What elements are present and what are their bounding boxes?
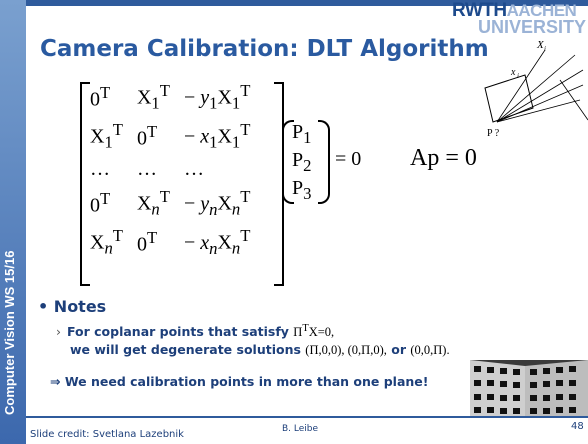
svg-text:i: i	[517, 72, 519, 80]
slide-title: Camera Calibration: DLT Algorithm	[40, 36, 489, 62]
footer-divider	[26, 416, 588, 418]
coplanar-condition: ΠTX=0,	[293, 323, 335, 340]
logo-aachen: AACHEN	[506, 1, 577, 20]
note-degenerate: we will get degenerate solutions (Π,0,0)…	[70, 342, 450, 357]
matrix-cell: XnT	[136, 187, 170, 219]
matrix-cell: − xnXnT	[183, 225, 251, 258]
parameter-vector: P1 P2 P3	[282, 118, 312, 203]
course-label: Computer Vision WS 15/16	[2, 250, 17, 415]
logo-rwth: RWTH	[451, 0, 507, 21]
vector-paren-left	[282, 120, 294, 204]
calibration-target-photo	[470, 360, 588, 418]
matrix-bracket-left	[80, 82, 90, 286]
matrix-cell: 0T	[136, 121, 158, 150]
notes-heading: • Notes	[38, 297, 107, 316]
svg-text:X: X	[536, 39, 545, 51]
matrix-cell: X1T	[136, 81, 170, 113]
top-bar	[26, 0, 588, 6]
dlt-matrix: 0T X1T − y1X1T X1T 0T − x1X1T … … … 0T X…	[83, 78, 257, 262]
matrix-cell: − ynXnT	[183, 187, 251, 219]
matrix-cell: 0T	[90, 83, 111, 111]
note-coplanar: ›For coplanar points that satisfy ΠTX=0,	[56, 323, 335, 340]
svg-text:i: i	[544, 45, 546, 53]
slide-credit: Slide credit: Svetlana Lazebnik	[30, 429, 184, 440]
vector-entry: P2	[292, 149, 312, 175]
note-bullet: ›	[56, 324, 61, 340]
university-logo: RWTHAACHEN UNIVERSITY	[451, 0, 586, 37]
vector-entry: P1	[292, 121, 312, 147]
equals-zero: = 0	[335, 148, 362, 170]
vector-entry: P3	[292, 177, 312, 203]
svg-text:x: x	[510, 67, 516, 78]
matrix-cell: − y1X1T	[183, 81, 251, 113]
matrix-cell: 0T	[136, 227, 158, 256]
vector-paren-right	[318, 120, 330, 204]
camera-center-label: P ?	[487, 128, 500, 139]
sidebar: Computer Vision WS 15/16	[0, 0, 26, 444]
matrix-cell: …	[136, 158, 157, 181]
conclusion: ⇒ We need calibration points in more tha…	[50, 374, 429, 389]
logo-university: UNIVERSITY	[477, 17, 586, 37]
projection-diagram: X i x i P ?	[484, 39, 588, 139]
matrix-cell: …	[90, 158, 110, 181]
matrix-cell: − x1X1T	[183, 119, 251, 152]
page-number: 48	[571, 421, 584, 432]
matrix-cell: …	[183, 158, 204, 181]
matrix-cell: XnT	[90, 225, 123, 258]
matrix-cell: X1T	[90, 119, 123, 152]
matrix-cell: 0T	[90, 189, 111, 217]
slide-author: B. Leibe	[282, 424, 319, 434]
compact-equation: Ap = 0	[410, 145, 477, 171]
